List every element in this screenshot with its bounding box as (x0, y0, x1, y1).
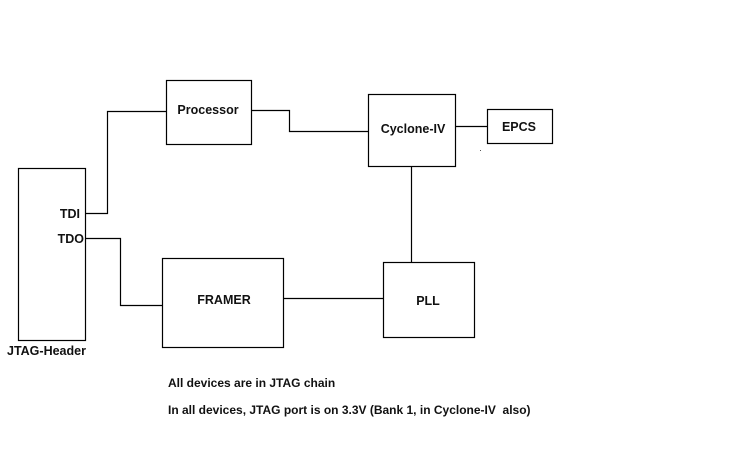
framer-label: FRAMER (197, 293, 250, 307)
epcs-box (486, 108, 554, 145)
wire-tdi-to-processor (85, 110, 167, 215)
jtag-header-block: TDI TDO JTAG-Header (7, 167, 87, 358)
note-jtag-chain: All devices are in JTAG chain (168, 376, 335, 390)
cyclone-iv-box (367, 93, 457, 168)
processor-block: Processor (165, 79, 253, 146)
framer-block: FRAMER (161, 257, 285, 349)
cyclone-iv-block: Cyclone-IV (367, 93, 457, 168)
epcs-label: EPCS (502, 120, 536, 134)
processor-label: Processor (177, 103, 238, 117)
stray-dot (480, 150, 481, 151)
jtag-header-box (17, 167, 87, 342)
wire-processor-to-cyclone (251, 109, 369, 133)
tdi-pin-label: TDI (60, 207, 80, 221)
tdo-pin-label: TDO (58, 232, 85, 246)
note-jtag-voltage: In all devices, JTAG port is on 3.3V (Ba… (168, 403, 531, 417)
pll-box (382, 261, 476, 339)
cyclone-iv-label: Cyclone-IV (381, 122, 446, 136)
framer-box (161, 257, 285, 349)
pll-label: PLL (416, 294, 440, 308)
pll-block: PLL (382, 261, 476, 339)
epcs-block: EPCS (486, 108, 554, 145)
processor-box (165, 79, 253, 146)
jtag-header-label: JTAG-Header (7, 344, 86, 358)
wire-framer-to-tdo (85, 237, 163, 307)
